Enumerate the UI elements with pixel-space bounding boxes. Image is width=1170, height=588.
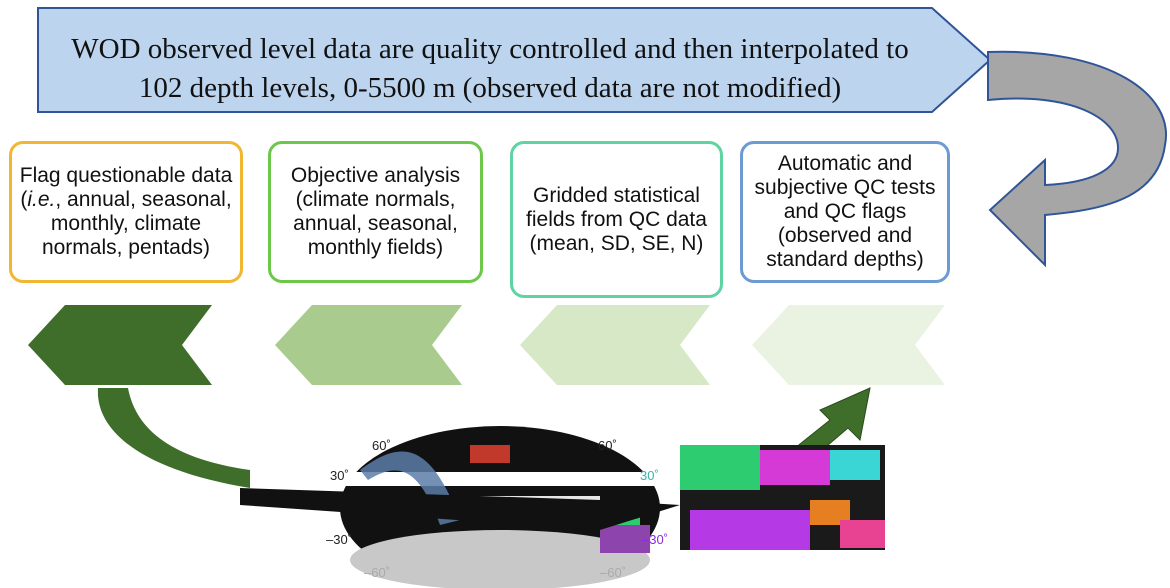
curved-return-arrow <box>987 50 1167 268</box>
banner-text: WOD observed level data are quality cont… <box>40 30 940 108</box>
lat-label-30-right: 30˚ <box>640 468 659 483</box>
step-1-text: Flag questionable data (i.e., annual, se… <box>19 164 233 259</box>
field-map-purple <box>690 510 810 550</box>
step-3-text: Gridded statistical fields from QC data … <box>526 183 707 255</box>
globe-band-white <box>340 472 660 486</box>
field-map-cyan <box>830 450 880 480</box>
field-map-green <box>680 445 760 490</box>
banner-line-2: 102 depth levels, 0-5500 m (observed dat… <box>138 72 842 104</box>
green-ribbon-left <box>97 388 250 488</box>
globe-purple-patch <box>600 525 650 553</box>
chevron-1 <box>28 305 212 385</box>
lat-label-neg30-right: –30˚ <box>642 532 669 547</box>
field-map-magenta <box>760 450 830 485</box>
lat-label-30-left: 30˚ <box>330 468 349 483</box>
chevron-3 <box>520 305 710 385</box>
banner-line-1: WOD observed level data are quality cont… <box>71 33 909 65</box>
step-2-text: Objective analysis (climate normals, ann… <box>290 164 461 259</box>
lat-label-neg60-right: –60˚ <box>600 565 627 580</box>
step-automatic-subjective-qc: Automatic and subjective QC tests and QC… <box>740 141 950 283</box>
lat-label-neg30-left: –30˚ <box>326 532 353 547</box>
lat-label-neg60-left: –60˚ <box>364 565 391 580</box>
field-map-pink <box>840 520 885 548</box>
step-flag-questionable-data: Flag questionable data (i.e., annual, se… <box>9 141 243 283</box>
lat-label-60-right: 60˚ <box>598 438 617 453</box>
step-gridded-statistical-fields: Gridded statistical fields from QC data … <box>510 141 723 298</box>
step-objective-analysis: Objective analysis (climate normals, ann… <box>268 141 483 283</box>
lat-label-60-left: 60˚ <box>372 438 391 453</box>
step-4-text: Automatic and subjective QC tests and QC… <box>754 152 936 271</box>
black-strip <box>240 488 680 530</box>
banner-arrow <box>37 7 992 113</box>
chevron-4 <box>752 305 945 385</box>
globe-red-patch <box>470 445 510 463</box>
chevron-2 <box>275 305 462 385</box>
globe-light-bottom <box>350 530 650 588</box>
